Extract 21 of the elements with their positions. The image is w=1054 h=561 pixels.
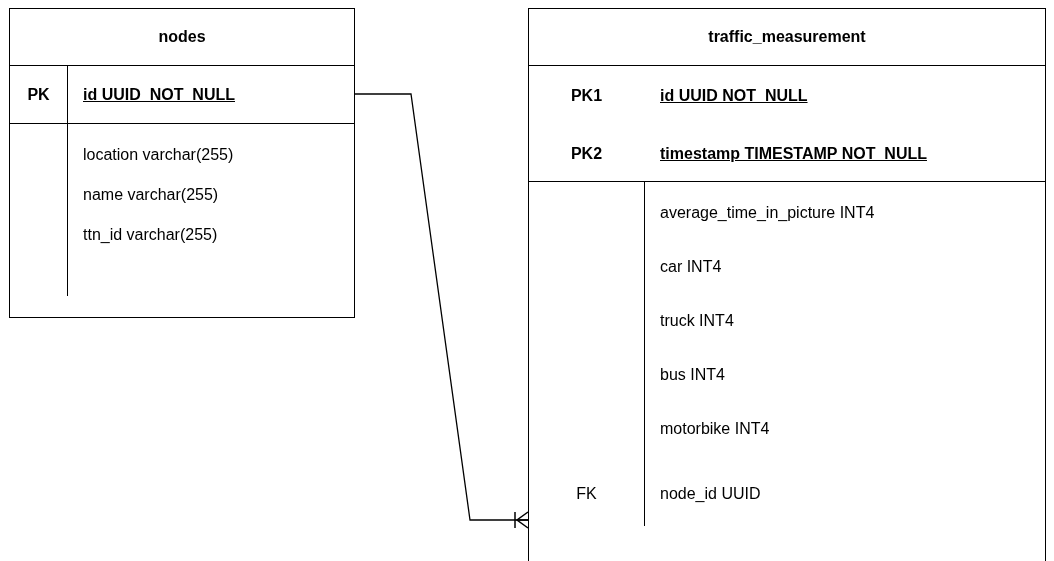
key-label: PK1: [570, 87, 603, 105]
column-name: truck INT4: [660, 312, 734, 330]
key-label: FK: [576, 484, 597, 503]
column-name: name varchar(255): [83, 186, 219, 204]
column-name: timestamp TIMESTAMP NOT_NULL: [660, 144, 927, 163]
column-name: motorbike INT4: [660, 420, 770, 438]
column-name: id UUID NOT_NULL: [83, 85, 235, 104]
column-name: average_time_in_picture INT4: [660, 204, 875, 222]
entity-table: [528, 8, 1046, 561]
key-label: PK2: [570, 144, 603, 163]
column-name: ttn_id varchar(255): [83, 226, 218, 244]
column-name: location varchar(255): [83, 146, 234, 164]
key-label: PK: [27, 85, 50, 104]
entity-table: [9, 8, 355, 318]
column-name: node_id UUID: [660, 484, 761, 503]
column-name: bus INT4: [660, 366, 725, 384]
column-name: id UUID NOT_NULL: [660, 87, 808, 105]
column-name: car INT4: [660, 258, 722, 276]
table-title: nodes: [10, 9, 354, 66]
relationship-line: [354, 93, 529, 529]
table-title: traffic_measurement: [529, 9, 1045, 66]
